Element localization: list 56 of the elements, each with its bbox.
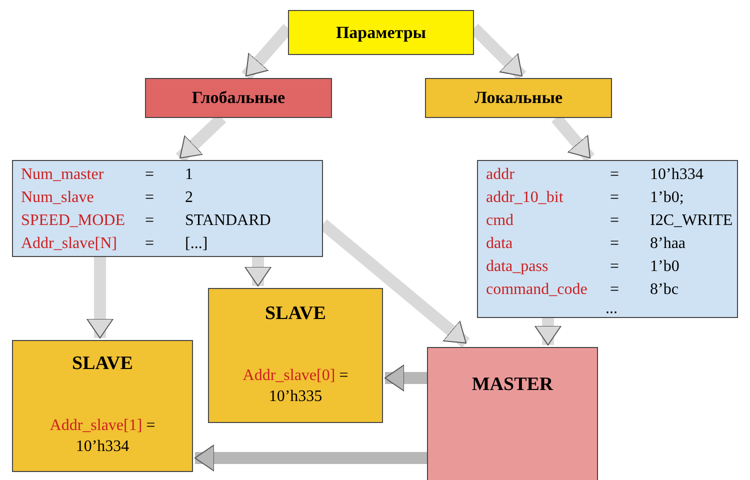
parameter-value: 10’h335 [268, 388, 322, 405]
equals-sign: = [145, 211, 156, 231]
heading-text: SLAVE [265, 303, 326, 324]
parameter-name: Addr_slave[1] [50, 417, 142, 434]
block-arrow [384, 364, 427, 392]
slave-box [208, 288, 383, 423]
parameter-value: [...] [185, 234, 209, 254]
equals-sign: = [610, 234, 620, 254]
parameter-name: Num_slave [21, 188, 95, 208]
equals-sign: = [610, 211, 620, 231]
heading-text: Локальные [474, 88, 563, 108]
parameter-table-box [12, 160, 323, 257]
heading-text: Параметры [336, 22, 426, 42]
heading-text: Глобальные [192, 88, 286, 108]
slave-box [12, 340, 193, 472]
parameter-value: 1’b0 [650, 257, 680, 277]
parameter-value: 1’b0; [650, 188, 685, 208]
parameter-value: 8’haa [650, 234, 687, 254]
master-box [427, 347, 598, 480]
parameter-value: 10’h334 [76, 438, 130, 455]
parameter-name: data_pass [486, 257, 550, 277]
equals-sign: = [145, 234, 156, 254]
parameter-value: 1 [185, 165, 194, 185]
parameters-box [288, 10, 474, 55]
category-box [145, 78, 332, 118]
parameter-table-box [477, 160, 738, 318]
parameter-name: addr_10_bit [486, 188, 564, 208]
equals-sign: = [610, 188, 620, 208]
parameter-name: Num_master [21, 165, 105, 185]
parameter-value: 8’bc [650, 280, 680, 300]
parameter-name: data [486, 234, 514, 254]
parameter-value: I2C_WRITE [650, 211, 734, 231]
equals-sign: = [610, 280, 620, 300]
ellipsis-text: ... [604, 302, 618, 317]
parameter-value: 2 [185, 188, 194, 208]
equals-sign: = [146, 417, 156, 434]
heading-text: MASTER [472, 374, 554, 395]
parameter-name: command_code [486, 280, 588, 300]
equals-sign: = [339, 367, 348, 384]
equals-sign: = [610, 257, 620, 277]
parameter-value: 10’h334 [650, 165, 704, 185]
parameter-name: Addr_slave[N] [21, 234, 118, 254]
parameter-name: SPEED_MODE [21, 211, 126, 231]
parameter-value: STANDARD [185, 211, 272, 231]
block-arrow [534, 318, 562, 346]
parameter-name: cmd [486, 211, 515, 231]
parameter-name: addr [486, 165, 516, 185]
parameter-name: Addr_slave[0] [242, 367, 336, 384]
equals-sign: = [145, 188, 156, 208]
heading-text: SLAVE [72, 353, 133, 374]
equals-sign: = [145, 165, 156, 185]
block-arrow [244, 257, 272, 286]
equals-sign: = [610, 165, 620, 185]
block-arrow [86, 257, 114, 338]
block-arrow [194, 444, 427, 472]
category-box [425, 78, 612, 118]
